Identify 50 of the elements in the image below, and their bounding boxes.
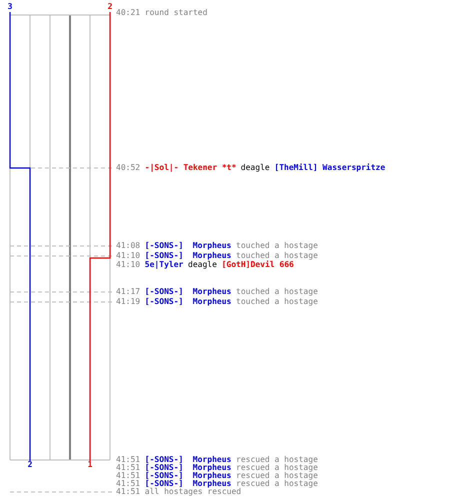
player-name: Morpheus xyxy=(192,242,232,250)
event-text: rescued a hostage xyxy=(236,464,318,472)
player-count: 3 xyxy=(6,3,14,12)
log-time: 40:52 xyxy=(116,164,140,172)
event-text: rescued a hostage xyxy=(236,472,318,480)
event-text: rescued a hostage xyxy=(236,456,318,464)
player-name: Morpheus xyxy=(192,298,232,306)
player-name: Morpheus xyxy=(192,480,232,488)
player-count: 2 xyxy=(106,3,114,12)
log-time: 41:17 xyxy=(116,288,140,296)
player-name: [-SONS-] xyxy=(144,242,184,250)
log-time: 41:08 xyxy=(116,242,140,250)
player-name: [-SONS-] xyxy=(144,456,184,464)
weapon-name: deagle xyxy=(240,164,270,172)
player-count: 1 xyxy=(86,461,94,470)
log-time: 41:10 xyxy=(116,252,140,260)
player-name: Morpheus xyxy=(192,252,232,260)
player-name: -|Sol|- Tekener *t* xyxy=(144,164,236,172)
log-time: 41:51 xyxy=(116,456,140,464)
player-count-line xyxy=(9,12,31,461)
log-time: 41:51 xyxy=(116,488,140,496)
event-text: touched a hostage xyxy=(236,298,318,306)
event-text: touched a hostage xyxy=(236,242,318,250)
log-time: 40:21 xyxy=(116,9,140,17)
event-text: round started xyxy=(144,9,208,17)
log-time: 41:19 xyxy=(116,298,140,306)
player-name: Morpheus xyxy=(192,472,232,480)
player-count: 2 xyxy=(26,461,34,470)
event-text: touched a hostage xyxy=(236,252,318,260)
player-name: Morpheus xyxy=(192,288,232,296)
log-time: 41:10 xyxy=(116,261,140,269)
player-name: [-SONS-] xyxy=(144,288,184,296)
event-text: all hostages rescued xyxy=(144,488,242,496)
player-count-line xyxy=(89,12,111,461)
player-name: [-SONS-] xyxy=(144,480,184,488)
log-time: 41:51 xyxy=(116,472,140,480)
player-name: [-SONS-] xyxy=(144,298,184,306)
log-time: 41:51 xyxy=(116,464,140,472)
player-name: [TheMill] Wasserspritze xyxy=(274,164,386,172)
player-name: Morpheus xyxy=(192,464,232,472)
player-name: [-SONS-] xyxy=(144,472,184,480)
weapon-name: deagle xyxy=(188,261,217,269)
event-text: rescued a hostage xyxy=(236,480,318,488)
log-time: 41:51 xyxy=(116,480,140,488)
player-name: 5e|Tyler xyxy=(144,261,184,269)
player-name: [-SONS-] xyxy=(144,464,184,472)
event-text: touched a hostage xyxy=(236,288,318,296)
player-name: [GotH]Devil 666 xyxy=(222,261,294,269)
player-name: Morpheus xyxy=(192,456,232,464)
player-name: [-SONS-] xyxy=(144,252,184,260)
